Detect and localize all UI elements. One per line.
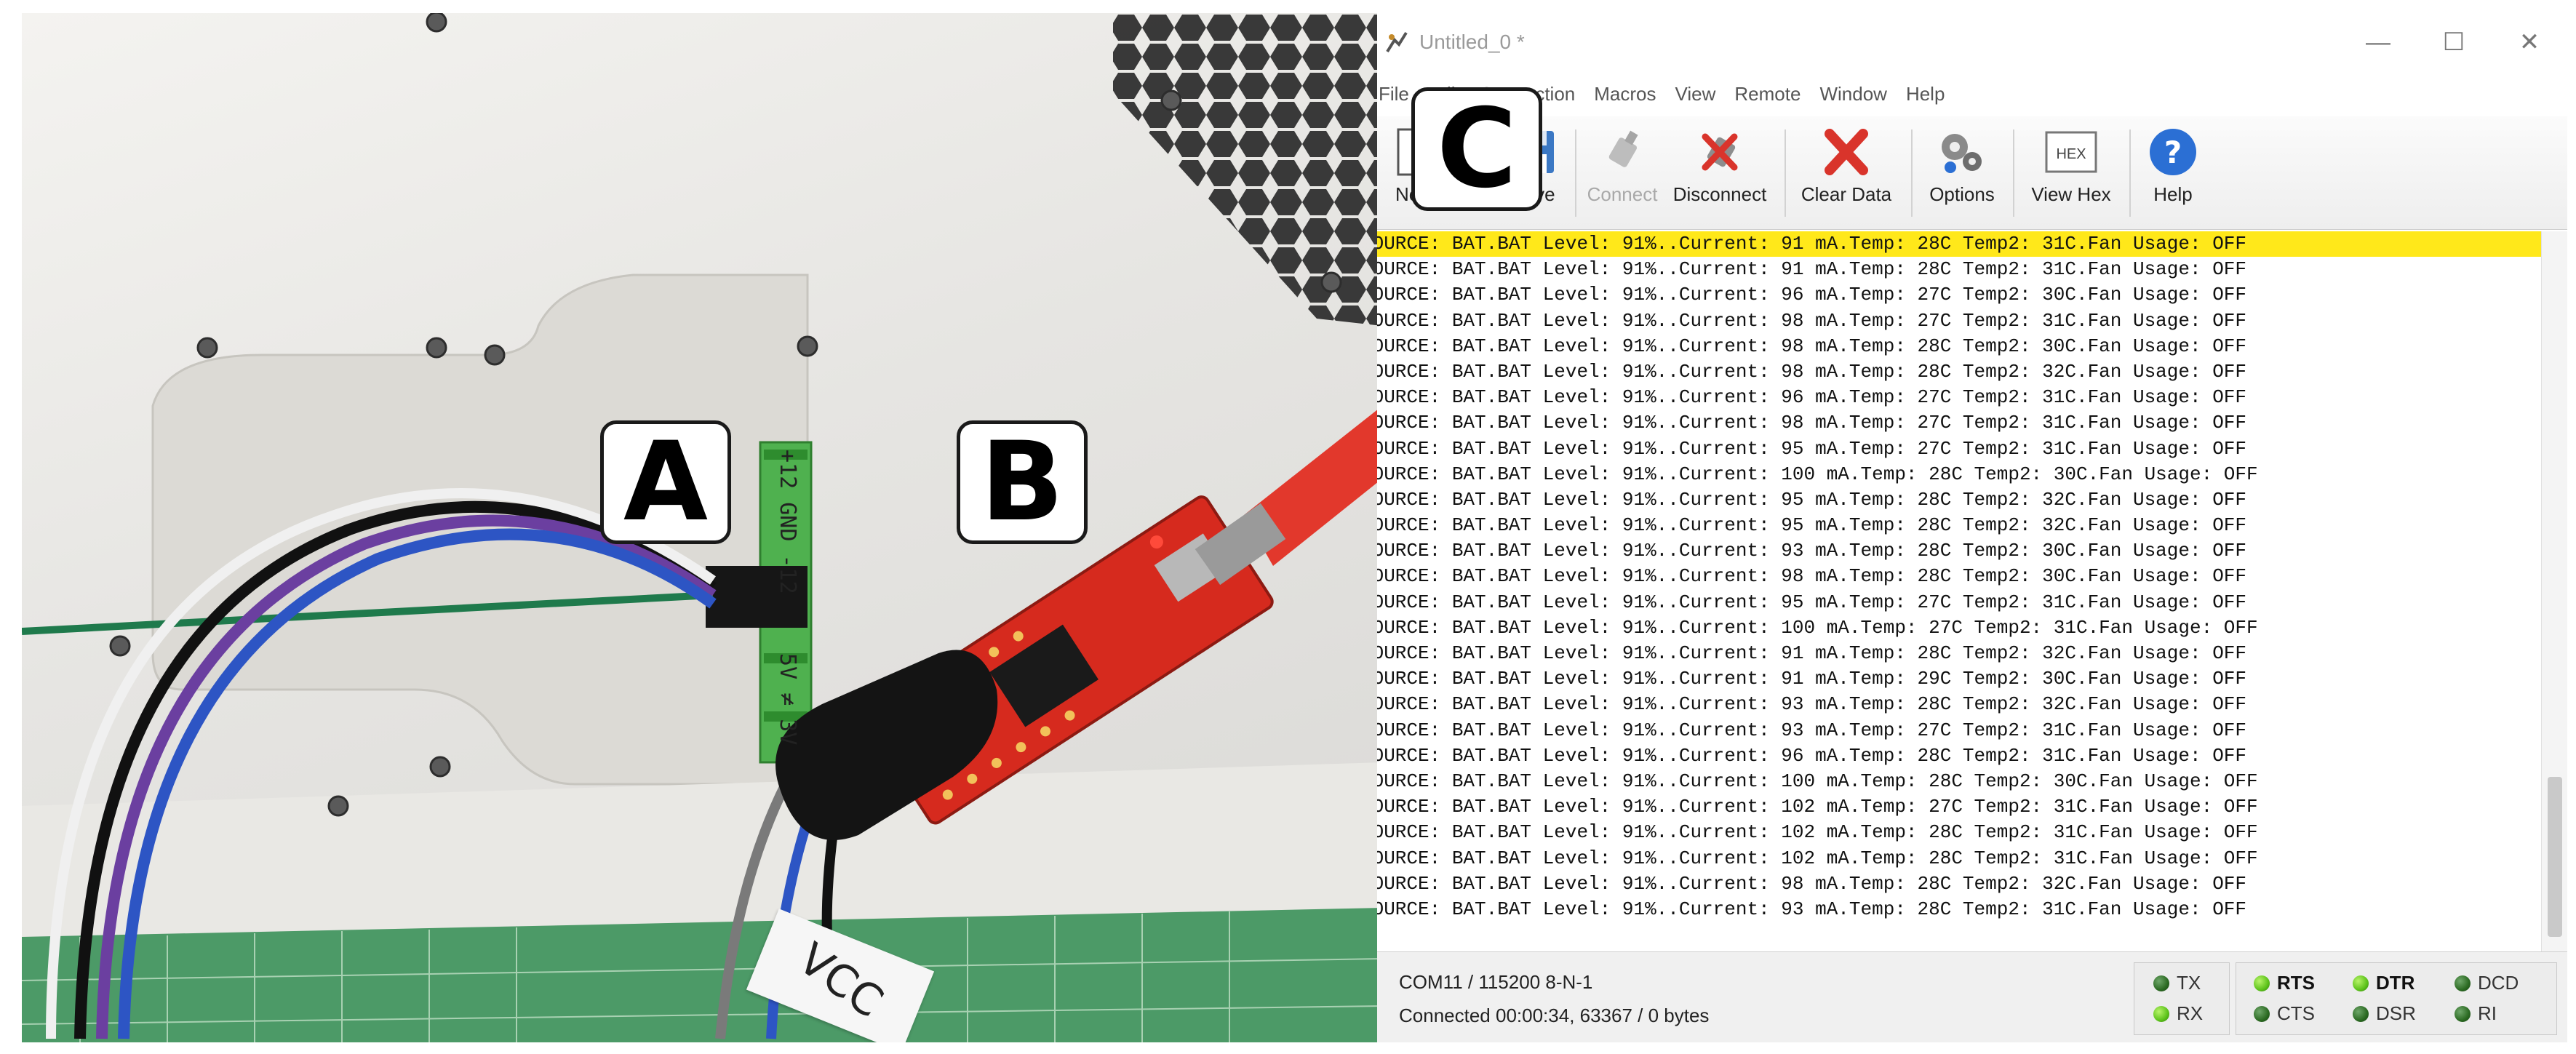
output-scrollbar[interactable] <box>2541 231 2567 951</box>
hex-icon-text: HEX <box>2056 146 2086 162</box>
dsr-led-icon <box>2353 1005 2369 1022</box>
connection-status: Connected 00:00:34, 63367 / 0 bytes <box>1399 1005 1710 1026</box>
output-line: SOURCE: BAT.BAT Level: 91%..Current: 96 … <box>1377 386 2246 409</box>
terminal-output[interactable]: SOURCE: BAT.BAT Level: 91%..Current: 91 … <box>1377 231 2541 951</box>
output-line: SOURCE: BAT.BAT Level: 91%..Current: 91 … <box>1377 642 2246 664</box>
svg-text:?: ? <box>2164 135 2182 170</box>
output-line: SOURCE: BAT.BAT Level: 91%..Current: 98 … <box>1377 872 2246 895</box>
output-line: SOURCE: BAT.BAT Level: 91%..Current: 91 … <box>1377 668 2246 690</box>
output-line: SOURCE: BAT.BAT Level: 91%..Current: 102… <box>1377 847 2258 869</box>
toolbar-separator <box>2013 129 2014 217</box>
connect-label: Connect <box>1587 183 1658 205</box>
menu-remote[interactable]: Remote <box>1734 82 1801 105</box>
options-button[interactable]: Options <box>1918 127 2006 221</box>
menu-macros[interactable]: Macros <box>1594 82 1656 105</box>
plug-disconnect-icon <box>1702 133 1738 171</box>
output-line: SOURCE: BAT.BAT Level: 91%..Current: 95 … <box>1377 591 2246 613</box>
output-line: SOURCE: BAT.BAT Level: 91%..Current: 102… <box>1377 796 2258 818</box>
tx-rx-indicator-group: TX RX <box>2134 962 2230 1035</box>
output-line: SOURCE: BAT.BAT Level: 91%..Current: 98 … <box>1377 565 2246 588</box>
options-label: Options <box>1929 183 1995 205</box>
rts-led-icon <box>2254 975 2270 991</box>
callout-c: C <box>1411 87 1542 211</box>
menu-view[interactable]: View <box>1675 82 1716 105</box>
clear-data-button[interactable]: Clear Data <box>1792 127 1901 221</box>
clear-x-icon <box>1825 129 1868 175</box>
title-bar: Untitled_0 * — ☐ ✕ <box>1377 13 2567 71</box>
output-line: SOURCE: BAT.BAT Level: 91%..Current: 93 … <box>1377 693 2246 716</box>
hardware-photo: +12 GND -12 5V ≠ 3V VCC A B <box>22 13 1382 1042</box>
close-button[interactable]: ✕ <box>2519 28 2540 56</box>
tx-led-icon <box>2153 975 2169 991</box>
output-line: SOURCE: BAT.BAT Level: 91%..Current: 91 … <box>1377 258 2246 281</box>
dtr-indicator[interactable]: DTR <box>2353 972 2414 994</box>
dtr-led-icon <box>2353 975 2369 991</box>
output-line: SOURCE: BAT.BAT Level: 91%..Current: 96 … <box>1377 284 2246 306</box>
output-line: SOURCE: BAT.BAT Level: 91%..Current: 91 … <box>1377 231 2541 257</box>
hex-view-icon: HEX <box>2045 131 2097 173</box>
output-line: SOURCE: BAT.BAT Level: 91%..Current: 102… <box>1377 821 2258 844</box>
menu-bar: File Edit Connection Macros View Remote … <box>1377 71 2567 117</box>
ri-led-icon <box>2455 1005 2471 1022</box>
rts-indicator[interactable]: RTS <box>2254 972 2315 994</box>
output-line: SOURCE: BAT.BAT Level: 91%..Current: 100… <box>1377 616 2258 639</box>
photo-illustration <box>22 13 1382 1042</box>
dsr-indicator: DSR <box>2353 1002 2416 1025</box>
menu-file[interactable]: File <box>1379 82 1409 105</box>
toolbar: New Save Connect Disconnect <box>1377 116 2567 230</box>
cts-led-icon <box>2254 1005 2270 1022</box>
toolbar-separator <box>1575 129 1576 217</box>
dcd-indicator: DCD <box>2455 972 2519 994</box>
output-line: SOURCE: BAT.BAT Level: 91%..Current: 98 … <box>1377 335 2246 357</box>
toolbar-separator <box>1911 129 1913 217</box>
minimize-button[interactable]: — <box>2366 28 2390 56</box>
callout-a: A <box>600 420 731 544</box>
toolbar-separator <box>1785 129 1786 217</box>
output-line: SOURCE: BAT.BAT Level: 91%..Current: 98 … <box>1377 309 2246 332</box>
gears-options-icon <box>1942 134 1982 173</box>
output-line: SOURCE: BAT.BAT Level: 91%..Current: 98 … <box>1377 412 2246 434</box>
output-line: SOURCE: BAT.BAT Level: 91%..Current: 100… <box>1377 770 2258 792</box>
connect-button[interactable]: Connect <box>1582 127 1662 221</box>
output-line: SOURCE: BAT.BAT Level: 91%..Current: 100… <box>1377 463 2258 485</box>
terminal-app-window: Untitled_0 * — ☐ ✕ File Edit Connection … <box>1377 13 2567 1042</box>
tx-indicator: TX <box>2153 972 2201 994</box>
output-line: SOURCE: BAT.BAT Level: 91%..Current: 95 … <box>1377 437 2246 460</box>
output-line: SOURCE: BAT.BAT Level: 91%..Current: 93 … <box>1377 898 2246 920</box>
ri-indicator: RI <box>2455 1002 2497 1025</box>
output-line: SOURCE: BAT.BAT Level: 91%..Current: 95 … <box>1377 514 2246 537</box>
callout-b: B <box>957 420 1088 544</box>
output-line: SOURCE: BAT.BAT Level: 91%..Current: 95 … <box>1377 488 2246 511</box>
cts-indicator: CTS <box>2254 1002 2315 1025</box>
toolbar-separator <box>2129 129 2131 217</box>
status-bar: COM11 / 115200 8-N-1 Connected 00:00:34,… <box>1377 951 2567 1042</box>
control-lines-indicator-group: RTS CTS DTR DSR DCD RI <box>2236 962 2557 1035</box>
help-question-icon: ? <box>2150 129 2196 175</box>
dcd-led-icon <box>2455 975 2471 991</box>
help-label: Help <box>2153 183 2193 205</box>
terminal-bottom-label: 5V ≠ 3V <box>775 653 800 746</box>
menu-window[interactable]: Window <box>1819 82 1887 105</box>
output-line: SOURCE: BAT.BAT Level: 91%..Current: 93 … <box>1377 540 2246 562</box>
window-title: Untitled_0 * <box>1419 31 1525 53</box>
scrollbar-thumb[interactable] <box>2548 777 2562 937</box>
maximize-button[interactable]: ☐ <box>2442 28 2465 56</box>
window-controls: — ☐ ✕ <box>2340 13 2567 71</box>
clear-data-label: Clear Data <box>1801 183 1892 205</box>
rx-led-icon <box>2153 1005 2169 1022</box>
port-settings: COM11 / 115200 8-N-1 <box>1399 971 1593 993</box>
output-line: SOURCE: BAT.BAT Level: 91%..Current: 93 … <box>1377 719 2246 741</box>
help-button[interactable]: ? Help <box>2137 127 2209 221</box>
plug-connect-icon <box>1608 130 1638 167</box>
rx-indicator: RX <box>2153 1002 2203 1025</box>
app-logo-icon <box>1386 31 1408 53</box>
menu-help[interactable]: Help <box>1905 82 1945 105</box>
output-line: SOURCE: BAT.BAT Level: 91%..Current: 98 … <box>1377 360 2246 383</box>
output-line: SOURCE: BAT.BAT Level: 91%..Current: 96 … <box>1377 744 2246 767</box>
disconnect-button[interactable]: Disconnect <box>1665 127 1774 221</box>
terminal-top-label: +12 GND -12 <box>775 450 800 594</box>
disconnect-label: Disconnect <box>1672 183 1767 205</box>
view-hex-button[interactable]: HEX View Hex <box>2020 127 2122 221</box>
view-hex-label: View Hex <box>2031 183 2111 205</box>
